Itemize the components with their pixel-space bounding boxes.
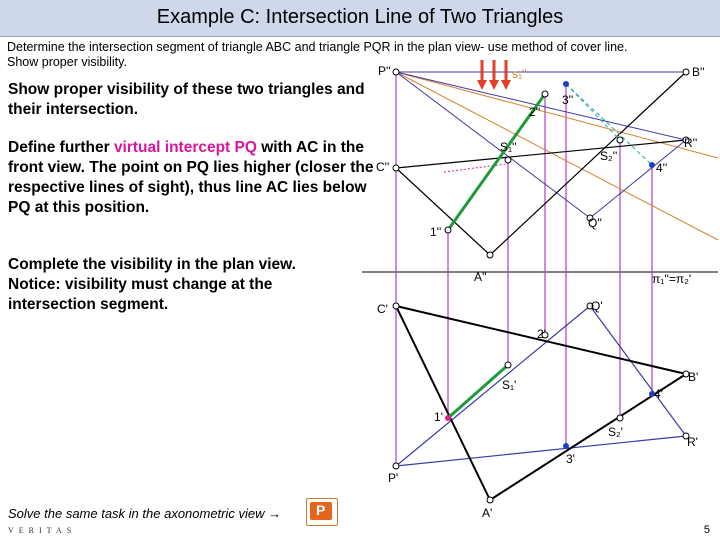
- point-S2-front: [616, 136, 624, 144]
- label-B2: B'': [692, 65, 705, 79]
- label-S1-plan: S₁': [502, 378, 516, 392]
- edge-C1-A1: [395, 305, 491, 501]
- edge-C2-R2: [395, 139, 687, 169]
- label-S2-plan: S₂': [608, 425, 623, 439]
- teal-dashed: [565, 83, 653, 166]
- point-B2: [682, 68, 690, 76]
- label-2-front: 2'': [529, 105, 540, 119]
- point-C1: [392, 302, 400, 310]
- pink-dots: [445, 415, 451, 421]
- point-S2-plan: [616, 414, 624, 422]
- dot-3-plan: [563, 443, 569, 449]
- label-S1-front: S₁'': [500, 140, 517, 154]
- label-4-plan: 4': [654, 387, 663, 401]
- point-R2: [682, 136, 690, 144]
- label-C1: C': [377, 302, 388, 316]
- title-bar: Example C: Intersection Line of Two Tria…: [0, 0, 720, 37]
- powerpoint-icon[interactable]: [306, 498, 338, 526]
- point-R1: [682, 432, 690, 440]
- abc-front-view: [395, 71, 687, 256]
- label-R2: R'': [684, 136, 697, 150]
- arrowhead-1: [477, 80, 487, 90]
- label-C2: C'': [376, 160, 389, 174]
- dot-4-plan: [649, 391, 655, 397]
- point-B1: [682, 370, 690, 378]
- powerpoint-icon-inner: [310, 502, 332, 520]
- plan-view-paragraph: Complete the visibility in the plan view…: [8, 256, 296, 313]
- edge-P2-Q2: [395, 71, 591, 219]
- label-s1-front: s₁'': [512, 67, 527, 81]
- edge-Q2-R2: [589, 139, 687, 219]
- label-4-front: 4'': [656, 161, 667, 175]
- sight-arrows: [480, 60, 508, 82]
- dot-4-front: [649, 162, 655, 168]
- label-2-plan: 2': [537, 327, 546, 341]
- point-P2: [392, 68, 400, 76]
- label-1-front: 1'': [430, 225, 441, 239]
- arrowhead-3: [501, 80, 511, 90]
- point-Q1: [586, 302, 594, 310]
- edge-Q1-R1: [589, 305, 687, 437]
- teal-dash-1: [565, 83, 621, 141]
- edge-C2-A2: [395, 167, 491, 256]
- point-labels: P'' B'' s₁'' 3'' 2'' S₁'' S₂'' R'' C'' 4…: [376, 64, 705, 520]
- point-2-front: [541, 90, 549, 98]
- dot-3-front: [563, 81, 569, 87]
- point-S1-plan: [504, 361, 512, 369]
- point-S1-front: [504, 156, 512, 164]
- label-Q2: Q'': [588, 216, 602, 230]
- point-1-front: [444, 226, 452, 234]
- recall-lines: [395, 72, 653, 466]
- blue-dots: [563, 81, 655, 449]
- label-P1: P': [388, 471, 398, 485]
- label-Q1: Q': [591, 299, 603, 313]
- point-2-plan: [541, 331, 549, 339]
- sight-arrowheads: [477, 80, 511, 90]
- edge-P2-R2: [395, 71, 687, 141]
- edge-B2-A2: [489, 71, 687, 256]
- para2-before: Define further: [8, 139, 114, 156]
- vertex-points: [392, 68, 690, 504]
- point-A2: [486, 251, 494, 259]
- virtual-intercept-paragraph: Define further virtual intercept PQ with…: [8, 138, 378, 218]
- label-S2-front: S₂'': [600, 149, 617, 163]
- orange-ray-1: [395, 71, 719, 159]
- axonometric-link[interactable]: Solve the same task in the axonometric v…: [8, 506, 282, 521]
- veritas-logo: VERITAS: [8, 526, 77, 535]
- page-number: 5: [703, 524, 710, 536]
- intersection-plan: [447, 363, 509, 420]
- intersection-front: [446, 93, 547, 231]
- label-A2: A'': [474, 270, 487, 284]
- point-Q2: [586, 214, 594, 222]
- task-line-1: Determine the intersection segment of tr…: [7, 40, 628, 54]
- arrowhead-2: [489, 80, 499, 90]
- label-P2: P'': [378, 64, 391, 78]
- task-line-2: Show proper visibility.: [7, 55, 127, 69]
- teal-dash-2: [565, 83, 653, 166]
- orange-ray-2: [395, 71, 719, 241]
- para2-after: with AC in the front view. The point on …: [8, 139, 374, 216]
- edge-C1-B1: [395, 305, 687, 375]
- label-3-plan: 3': [566, 452, 575, 466]
- label-A1: A': [482, 506, 492, 520]
- edge-P1-Q1: [395, 305, 591, 467]
- label-3-front: 3'': [562, 93, 573, 107]
- edge-P1-R1: [395, 435, 687, 467]
- dot-1-plan: [445, 415, 451, 421]
- point-A1: [486, 496, 494, 504]
- pqr-plan-view: [395, 305, 687, 467]
- point-P1: [392, 462, 400, 470]
- hidden-C2-segment: [443, 163, 507, 173]
- point-C2: [392, 164, 400, 172]
- pqr-front-view: [395, 71, 687, 219]
- label-R1: R': [687, 435, 698, 449]
- label-B1: B': [688, 370, 698, 384]
- label-axis: π₁''=π₂': [652, 272, 691, 286]
- visibility-paragraph: Show proper visibility of these two tria…: [8, 81, 365, 118]
- virtual-intercept-highlight: virtual intercept PQ: [113, 139, 257, 156]
- orange-rays: [395, 71, 719, 241]
- slide-title: Example C: Intersection Line of Two Tria…: [156, 6, 564, 28]
- label-1-plan: 1': [434, 410, 443, 424]
